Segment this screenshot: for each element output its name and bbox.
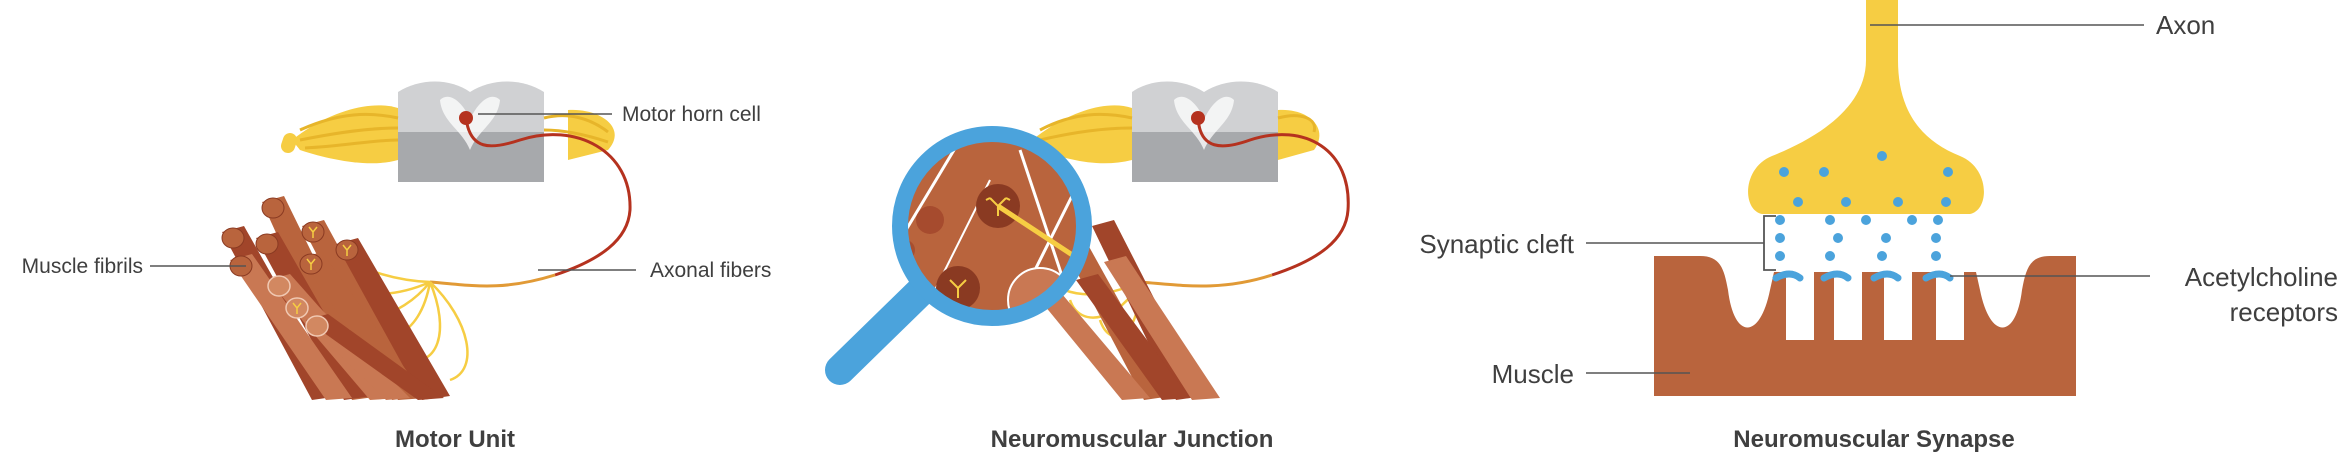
acetylcholine-label-line1: Acetylcholine xyxy=(2185,262,2338,292)
muscle-fibrils-2 xyxy=(1040,220,1220,400)
motor-unit-panel: Motor horn cell Muscle fibrils Axonal fi… xyxy=(22,81,771,453)
magnifier-handle xyxy=(825,275,937,385)
muscle-block xyxy=(1654,256,2076,396)
neuromuscular-junction-panel: Neuromuscular Junction xyxy=(825,81,1350,453)
acetylcholine-receptors xyxy=(1772,270,1954,282)
motor-horn-cell-label: Motor horn cell xyxy=(622,103,761,126)
neuromuscular-junction-caption: Neuromuscular Junction xyxy=(991,426,1274,453)
synaptic-cleft-bracket xyxy=(1763,215,1776,271)
muscle-label: Muscle xyxy=(1492,359,1574,389)
axon-label: Axon xyxy=(2156,10,2215,40)
neuromuscular-synapse-caption: Neuromuscular Synapse xyxy=(1733,426,2014,453)
synaptic-cleft-label: Synaptic cleft xyxy=(1419,229,1574,259)
motor-axon xyxy=(464,117,632,277)
axonal-fibers-label: Axonal fibers xyxy=(650,259,771,282)
spinal-cord-2 xyxy=(1032,81,1320,182)
muscle-fibrils xyxy=(221,196,450,400)
acetylcholine-label-line2: receptors xyxy=(2230,297,2338,327)
axon-terminal xyxy=(1748,0,1984,214)
spinal-cord xyxy=(281,81,615,182)
muscle-fibrils-label: Muscle fibrils xyxy=(22,255,143,278)
neuromuscular-synapse-panel: Axon Synaptic cleft Acetylcholine recept… xyxy=(1419,0,2338,453)
motor-unit-caption: Motor Unit xyxy=(395,426,515,453)
magnifier-lens xyxy=(892,126,1092,326)
acetylcholine-molecules xyxy=(1775,151,1953,261)
